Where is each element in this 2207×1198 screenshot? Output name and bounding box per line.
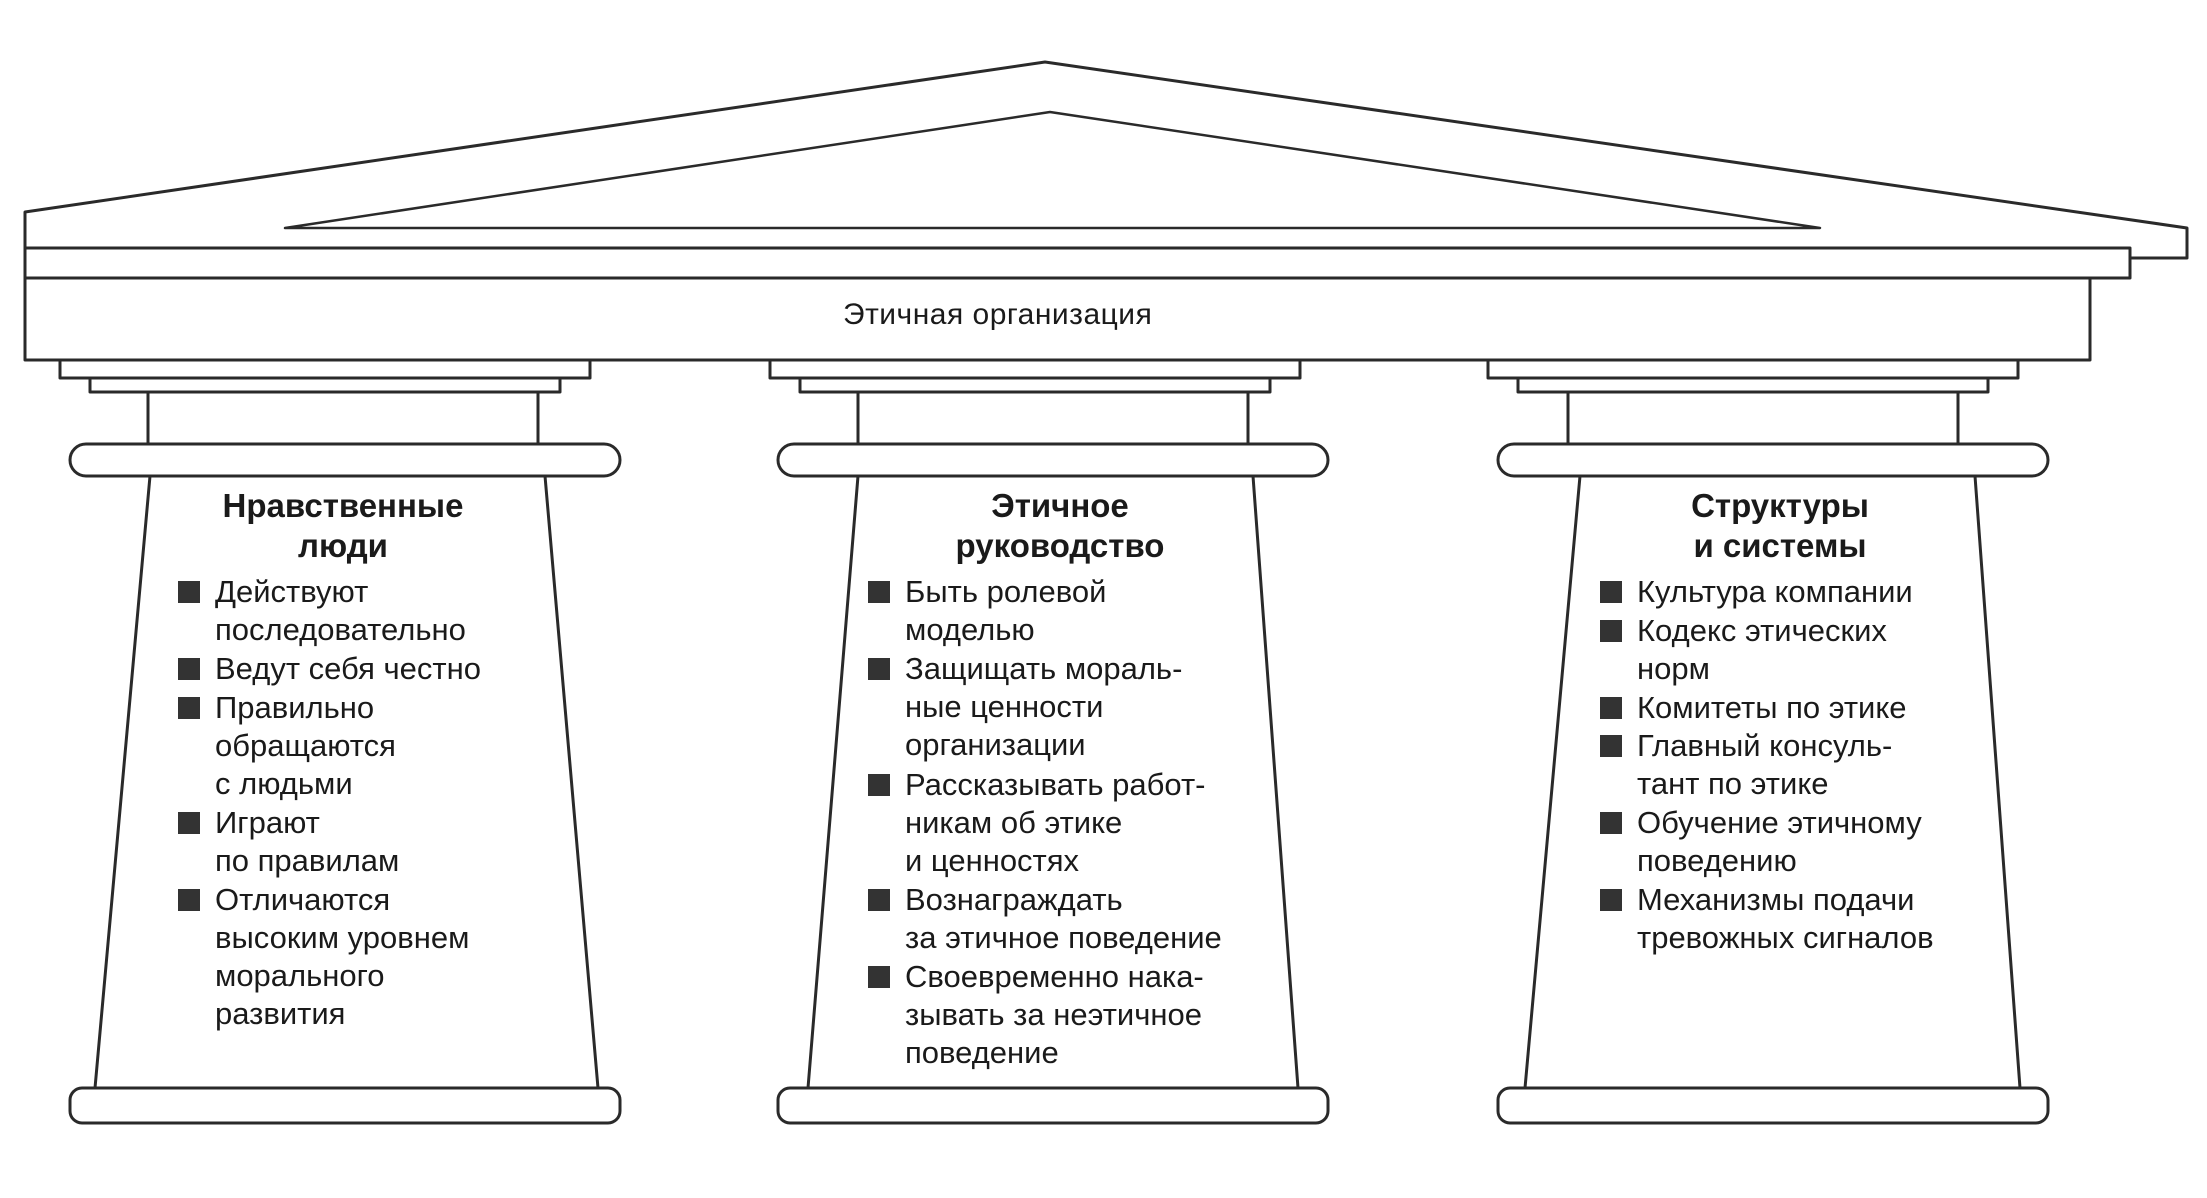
bullet-square — [178, 812, 200, 834]
item-line: Кодекс этических — [1637, 612, 1887, 648]
pillar-1-heading-line: люди — [298, 527, 388, 564]
bullet-square — [1600, 619, 1622, 642]
pillar-2-shape — [768, 358, 1330, 1125]
pillar-1-shape — [58, 358, 622, 1125]
item-line: моделью — [905, 612, 1035, 647]
item-line: Главный консуль- — [1637, 728, 1893, 763]
item-line: по правилам — [215, 843, 400, 878]
item-line: последовательно — [215, 612, 466, 647]
bullet-square — [868, 966, 890, 988]
pillar-3-heading-line: и системы — [1693, 527, 1867, 564]
item-line: Играют — [215, 805, 320, 840]
item-line: Ведут себя честно — [215, 651, 481, 686]
item-line: ные ценности — [905, 689, 1104, 724]
item-line: Своевременно нака- — [905, 959, 1204, 994]
bullet-square — [1600, 812, 1622, 834]
bullet-square — [178, 889, 200, 911]
item-line: зывать за неэтичное — [905, 997, 1202, 1032]
bullet-square — [178, 658, 200, 680]
item-line: организации — [905, 727, 1086, 762]
item-line: развития — [215, 996, 346, 1031]
pillar-3-heading-line: Структуры — [1691, 487, 1869, 524]
bullet-square — [868, 658, 890, 680]
pillar-1-heading: Нравственные люди — [198, 486, 488, 566]
item-line: Обучение этичному — [1637, 805, 1922, 840]
item-line: Механизмы подачи — [1637, 882, 1915, 917]
item-line: поведение — [905, 1035, 1059, 1070]
roof-title: Этичная организация — [843, 298, 1153, 331]
item-line: Действуют — [215, 574, 369, 609]
pillar-3-item: Культура компании — [1637, 573, 1913, 611]
pillar-3-item: Главный консуль-тант по этике — [1637, 727, 1892, 803]
item-line: норм — [1637, 650, 1710, 686]
pillar-1-heading-line: Нравственные — [222, 487, 464, 524]
item-line: за этичное поведение — [905, 920, 1222, 955]
bullet-square — [1600, 581, 1622, 603]
bullet-square — [1600, 735, 1622, 757]
item-line: поведению — [1637, 843, 1797, 878]
item-line: высоким уровнем — [215, 920, 470, 955]
item-line: Вознаграждать — [905, 882, 1123, 917]
pillar-2-heading: Этичное руководство — [900, 486, 1220, 566]
bullet-square — [868, 773, 890, 796]
item-line: никам об этике — [905, 804, 1123, 840]
item-line: Культура компании — [1637, 574, 1913, 609]
item-line: обращаются — [215, 727, 396, 763]
item-line: с людьми — [215, 765, 353, 801]
pillar-3-heading: Структуры и системы — [1620, 486, 1940, 566]
item-line: Рассказывать работ- — [905, 766, 1206, 802]
architrave — [23, 276, 2092, 362]
bullet-square — [868, 581, 890, 603]
bullet-square — [1600, 889, 1622, 911]
bullet-square — [1600, 696, 1622, 719]
bullet-square — [868, 889, 890, 911]
pillar-3-item: Комитеты по этике — [1637, 689, 1907, 727]
item-line: Быть ролевой — [905, 574, 1107, 609]
pillar-2-heading-line: руководство — [955, 527, 1165, 564]
pillar-1-item: Ведут себя честно — [215, 650, 481, 688]
item-line: Комитеты по этике — [1637, 689, 1907, 725]
roof-inner-triangle — [283, 110, 1822, 230]
item-line: тревожных сигналов — [1637, 920, 1934, 955]
item-line: Правильно — [215, 689, 375, 725]
item-line: тант по этике — [1637, 766, 1829, 801]
pillar-3-shape — [1486, 358, 2050, 1125]
bullet-square — [178, 696, 200, 719]
cornice — [23, 246, 2132, 280]
item-line: морального — [215, 958, 385, 993]
item-line: Отличаются — [215, 882, 391, 917]
item-line: Защищать мораль- — [905, 651, 1183, 686]
item-line: и ценностях — [905, 842, 1080, 878]
pillar-2-heading-line: Этичное — [991, 487, 1129, 524]
bullet-square — [178, 581, 200, 603]
